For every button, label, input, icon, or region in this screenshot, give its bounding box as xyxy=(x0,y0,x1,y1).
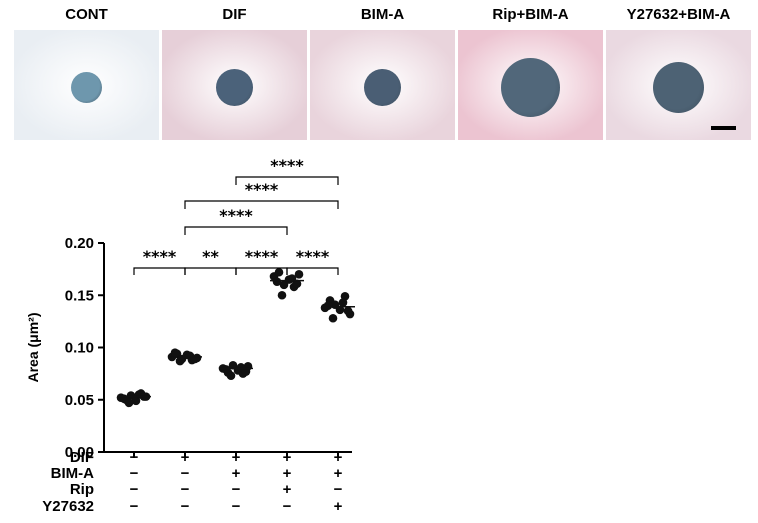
significance-stars: ** xyxy=(202,247,219,266)
panel-label: Y27632+BIM-A xyxy=(626,6,731,23)
condition-sign: + xyxy=(283,465,292,482)
image-panels: CONT DIF BIM-A Rip+BIM-A Y27632+BIM-A xyxy=(14,0,754,142)
y-tick-label: 0.20 xyxy=(65,235,94,252)
panel-label: CONT xyxy=(65,6,108,23)
y-tick-label: 0.05 xyxy=(65,392,94,409)
data-point xyxy=(323,301,333,311)
micrograph-image xyxy=(458,30,603,140)
data-point xyxy=(292,279,302,289)
bracket-line xyxy=(133,267,186,275)
condition-sign: − xyxy=(130,498,139,515)
condition-sign: − xyxy=(181,481,190,498)
data-point xyxy=(335,305,345,315)
condition-sign: + xyxy=(232,449,241,466)
condition-sign: + xyxy=(283,481,292,498)
spheroid-shape xyxy=(501,58,560,117)
data-point xyxy=(274,267,284,277)
y-axis-label: Area (μm²) xyxy=(25,312,41,382)
bracket-line xyxy=(286,267,339,275)
condition-sign: + xyxy=(232,465,241,482)
spheroid-shape xyxy=(71,72,102,103)
bracket-line xyxy=(235,176,339,185)
condition-label: DIF xyxy=(70,449,94,466)
condition-sign: + xyxy=(334,449,343,466)
panel-2: BIM-A xyxy=(310,0,455,142)
data-point xyxy=(272,277,282,286)
bracket-line xyxy=(184,226,288,235)
condition-sign: + xyxy=(283,449,292,466)
significance-stars: **** xyxy=(219,206,253,225)
data-point xyxy=(170,348,180,358)
significance-stars: **** xyxy=(270,156,304,175)
micrograph-image xyxy=(14,30,159,140)
condition-sign: − xyxy=(181,498,190,515)
condition-label: BIM-A xyxy=(51,465,94,482)
data-point xyxy=(294,270,304,279)
data-point xyxy=(277,290,287,300)
panel-1: DIF xyxy=(162,0,307,142)
panel-label: Rip+BIM-A xyxy=(492,6,569,23)
panel-label: BIM-A xyxy=(360,6,405,23)
condition-sign: − xyxy=(181,465,190,482)
significance-stars: **** xyxy=(143,247,177,266)
data-points xyxy=(116,267,355,408)
data-point xyxy=(338,298,348,307)
condition-sign: − xyxy=(334,481,343,498)
condition-sign: − xyxy=(283,498,292,515)
condition-sign: − xyxy=(130,481,139,498)
panel-3: Rip+BIM-A xyxy=(458,0,603,142)
spheroid-shape xyxy=(653,62,704,113)
condition-sign: − xyxy=(130,449,139,466)
data-point xyxy=(343,306,353,316)
panel-label: DIF xyxy=(222,6,247,23)
condition-sign: + xyxy=(181,449,190,466)
data-point xyxy=(241,367,251,376)
micrograph-image xyxy=(310,30,455,140)
bracket-line xyxy=(184,200,339,209)
condition-label: Rip xyxy=(70,481,94,498)
panel-4: Y27632+BIM-A xyxy=(606,0,751,142)
significance-stars: **** xyxy=(245,180,279,199)
condition-table: DIF−++++BIM-A−−+++Rip−−−+−Y27632−−−−+ xyxy=(42,449,342,515)
condition-sign: − xyxy=(232,481,241,498)
scale-bar xyxy=(711,126,736,130)
data-point xyxy=(190,354,200,364)
significance-brackets: ************************** xyxy=(133,156,339,275)
significance-stars: **** xyxy=(245,247,279,266)
panel-0: CONT xyxy=(14,0,159,142)
condition-sign: + xyxy=(334,465,343,482)
micrograph-image xyxy=(162,30,307,140)
condition-sign: + xyxy=(334,498,343,515)
condition-label: Y27632 xyxy=(42,498,94,515)
significance-stars: **** xyxy=(296,247,330,266)
y-tick-label: 0.00 xyxy=(65,444,94,461)
data-point xyxy=(124,398,134,408)
condition-sign: − xyxy=(130,465,139,482)
condition-sign: − xyxy=(232,498,241,515)
y-tick-label: 0.15 xyxy=(65,287,94,304)
data-point xyxy=(221,365,231,374)
data-point xyxy=(226,371,236,381)
data-point xyxy=(175,356,185,366)
micrograph-image xyxy=(606,30,751,140)
data-point xyxy=(328,313,338,323)
spheroid-shape xyxy=(364,69,401,106)
spheroid-shape xyxy=(216,69,253,106)
bracket-line xyxy=(184,267,237,275)
y-tick-label: 0.10 xyxy=(65,340,94,357)
